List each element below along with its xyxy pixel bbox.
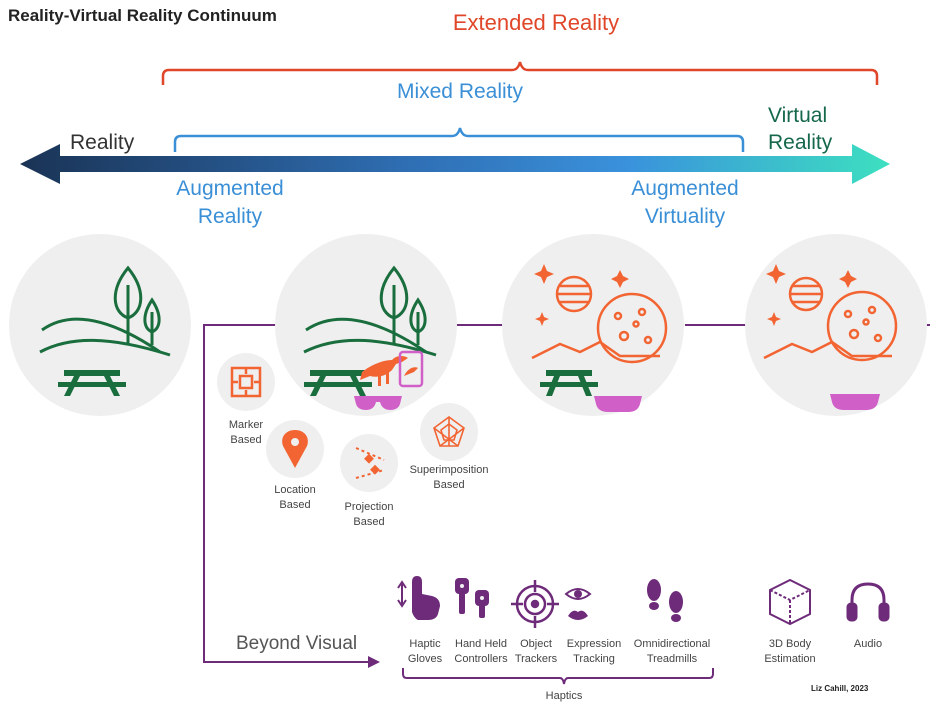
object-trackers-label: Object Trackers bbox=[508, 637, 564, 667]
vr-headset-icon bbox=[830, 394, 880, 410]
footprints-icon bbox=[647, 579, 683, 622]
dinosaur-icon bbox=[360, 355, 408, 386]
beyond-visual-label: Beyond Visual bbox=[236, 633, 358, 654]
treadmills-line-1: Omnidirectional bbox=[633, 638, 711, 650]
object-trackers-line-2: Trackers bbox=[514, 653, 558, 665]
3d-body-line-1: 3D Body bbox=[768, 638, 812, 650]
projection-icon bbox=[355, 447, 385, 479]
haptics-label: Haptics bbox=[545, 690, 583, 702]
av-picnic-table-icon bbox=[540, 370, 598, 396]
vr-sparkle-icons bbox=[766, 264, 857, 326]
projection-based-label: Projection Based bbox=[334, 500, 404, 530]
expression-tracking-line-2: Tracking bbox=[573, 653, 615, 665]
superimposition-based-line-1: Superimposition bbox=[409, 464, 489, 476]
target-icon bbox=[511, 580, 559, 628]
picnic-table-icon bbox=[58, 370, 126, 396]
hand-held-controllers-label: Hand Held Controllers bbox=[446, 637, 516, 667]
extended-reality-bracket bbox=[161, 61, 879, 85]
controllers-line-1: Hand Held bbox=[455, 638, 507, 650]
haptic-glove-icon bbox=[397, 576, 440, 620]
marker-based-line-2: Based bbox=[230, 434, 262, 446]
audio-label: Audio bbox=[838, 637, 898, 652]
cube-icon bbox=[769, 578, 811, 626]
location-based-label: Location Based bbox=[260, 483, 330, 513]
haptic-gloves-line-2: Gloves bbox=[407, 653, 443, 665]
credit-label: Liz Cahill, 2023 bbox=[811, 684, 869, 693]
projection-based-line-1: Projection bbox=[344, 501, 394, 513]
headphones-icon bbox=[846, 582, 890, 622]
augmented-virtuality-line-2: Virtuality bbox=[644, 205, 726, 228]
augmented-reality-label: Augmented Reality bbox=[150, 175, 310, 231]
ar-picnic-table-icon bbox=[304, 370, 372, 396]
mixed-reality-label: Mixed Reality bbox=[396, 80, 524, 103]
virtual-reality-circle bbox=[745, 234, 927, 416]
ar-glasses-icon bbox=[354, 396, 402, 410]
marker-based-label: Marker Based bbox=[211, 418, 281, 448]
qr-code-icon bbox=[230, 366, 262, 398]
virtual-reality-line-2: Reality bbox=[768, 131, 833, 154]
3d-body-estimation-label: 3D Body Estimation bbox=[755, 637, 825, 667]
page-title: Reality-Virtual Reality Continuum bbox=[8, 6, 277, 25]
space-scene-icon bbox=[531, 275, 668, 364]
expression-tracking-label: Expression Tracking bbox=[560, 637, 628, 667]
beyond-visual-arrowhead bbox=[368, 656, 380, 668]
haptics-bracket bbox=[402, 668, 714, 685]
augmented-virtuality-circle bbox=[502, 234, 684, 416]
location-based-line-1: Location bbox=[274, 484, 316, 496]
haptic-gloves-label: Haptic Gloves bbox=[395, 637, 455, 667]
marker-based-circle bbox=[217, 353, 275, 411]
reality-circle bbox=[9, 234, 191, 416]
object-trackers-line-1: Object bbox=[520, 638, 552, 650]
expression-tracking-line-1: Expression bbox=[566, 638, 622, 650]
augmented-virtuality-label: Augmented Virtuality bbox=[605, 175, 765, 231]
superimposition-icon bbox=[433, 416, 465, 447]
superimposition-based-line-2: Based bbox=[433, 479, 465, 491]
sparkle-icons bbox=[534, 264, 629, 326]
mixed-reality-bracket bbox=[173, 127, 745, 152]
ar-park-scene-icon bbox=[303, 265, 437, 357]
phone-icon bbox=[398, 350, 424, 388]
extended-reality-label: Extended Reality bbox=[452, 10, 620, 35]
reality-label: Reality bbox=[70, 131, 135, 154]
park-scene-icon bbox=[39, 265, 171, 357]
controllers-line-2: Controllers bbox=[454, 653, 508, 665]
haptic-gloves-line-1: Haptic bbox=[409, 638, 441, 650]
location-based-line-2: Based bbox=[279, 499, 311, 511]
vr-space-scene-icon bbox=[763, 276, 898, 362]
omnidirectional-treadmills-label: Omnidirectional Treadmills bbox=[624, 637, 720, 667]
controller-icon bbox=[455, 578, 489, 618]
augmented-reality-line-2: Reality bbox=[197, 205, 263, 228]
virtual-reality-line-1: Virtual bbox=[768, 104, 828, 127]
virtual-reality-label: Virtual Reality bbox=[768, 102, 832, 156]
eye-lips-icon bbox=[564, 588, 592, 620]
marker-based-line-1: Marker bbox=[228, 419, 264, 431]
3d-body-line-2: Estimation bbox=[764, 653, 816, 665]
location-pin-icon bbox=[282, 430, 308, 468]
augmented-reality-line-1: Augmented bbox=[176, 177, 284, 200]
treadmills-line-2: Treadmills bbox=[646, 653, 698, 665]
audio-line-1: Audio bbox=[853, 638, 883, 650]
augmented-reality-circle bbox=[275, 234, 457, 416]
superimposition-based-label: Superimposition Based bbox=[399, 463, 499, 493]
continuum-arrow bbox=[20, 144, 890, 184]
augmented-virtuality-line-1: Augmented bbox=[631, 177, 739, 200]
av-headset-icon bbox=[594, 396, 642, 412]
projection-based-line-2: Based bbox=[353, 516, 385, 528]
